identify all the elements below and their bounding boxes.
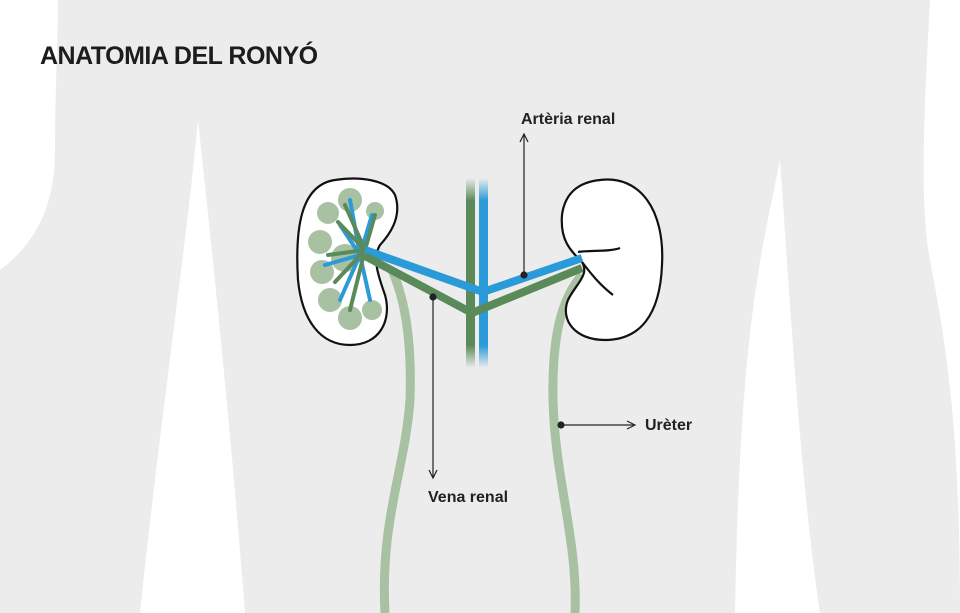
label-ureter: Urèter <box>645 417 693 434</box>
page-title: ANATOMIA DEL RONYÓ <box>40 42 318 70</box>
label-renal-vein: Vena renal <box>428 489 509 506</box>
left-ureter <box>379 268 415 613</box>
aorta <box>479 178 488 368</box>
label-renal-artery: Artèria renal <box>521 111 616 128</box>
renal-vein <box>363 252 584 317</box>
right-kidney <box>560 178 664 342</box>
left-kidney-vessels <box>323 198 377 312</box>
callouts <box>428 132 637 480</box>
renal-artery <box>363 246 584 296</box>
right-ureter <box>548 272 586 613</box>
right-kidney-hilum <box>577 246 621 296</box>
vena-cava <box>466 178 475 368</box>
